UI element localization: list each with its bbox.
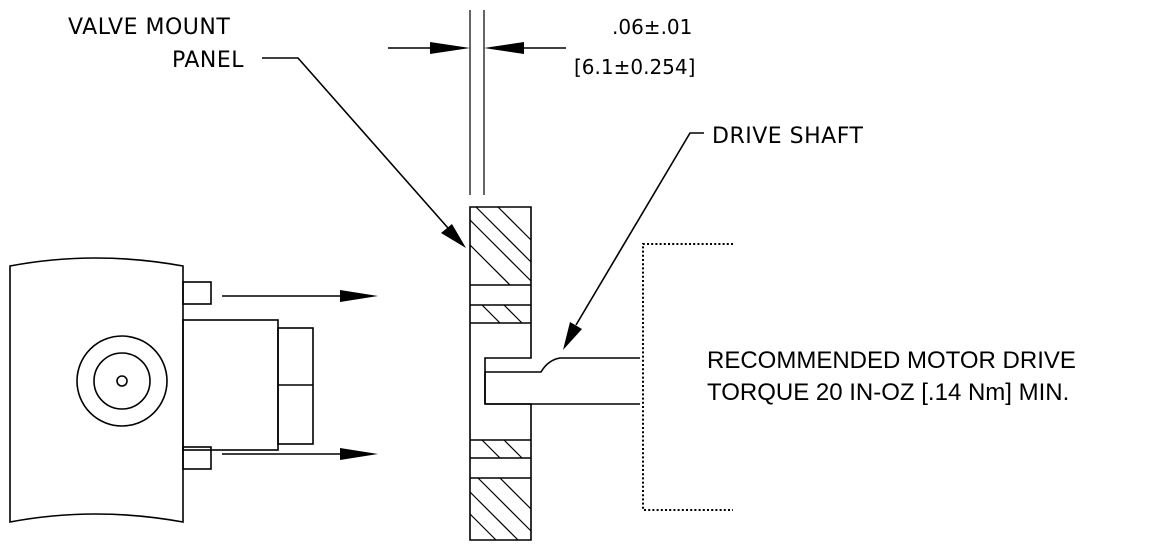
valve-mount-label-line1: VALVE MOUNT bbox=[68, 15, 230, 40]
valve-hub bbox=[182, 319, 279, 451]
drive-shaft bbox=[484, 357, 640, 405]
section-hatching bbox=[469, 206, 532, 541]
lower-stud bbox=[182, 446, 212, 470]
upper-arrowhead bbox=[340, 290, 378, 302]
valve-body bbox=[9, 257, 314, 523]
drive-shaft-label: DRIVE SHAFT bbox=[712, 124, 863, 149]
valve-mount-leader: VALVE MOUNT PANEL bbox=[68, 15, 466, 248]
drive-shaft-leader: DRIVE SHAFT bbox=[563, 124, 863, 350]
dimension-arrow-right bbox=[484, 42, 524, 54]
motor-drive-outline bbox=[642, 243, 733, 511]
valve-mount-panel bbox=[469, 206, 532, 541]
port-inner-circle bbox=[93, 352, 151, 410]
dimension-arrow-left bbox=[430, 42, 470, 54]
dimension-mm-text: [6.1±0.254] bbox=[574, 55, 695, 79]
port-outer-circle bbox=[76, 335, 168, 427]
lower-arrowhead bbox=[340, 448, 378, 460]
note-line1: RECOMMENDED MOTOR DRIVE bbox=[707, 347, 1076, 374]
port-center-circle bbox=[116, 375, 128, 387]
valve-mount-leader-arrow bbox=[441, 224, 466, 248]
note-line2: TORQUE 20 IN-OZ [.14 Nm] MIN. bbox=[707, 379, 1069, 406]
dimension-inch-text: .06±.01 bbox=[612, 15, 692, 39]
motor-drive-note: RECOMMENDED MOTOR DRIVE TORQUE 20 IN-OZ … bbox=[707, 347, 1076, 406]
valve-mount-label-line2: PANEL bbox=[172, 48, 244, 73]
drive-shaft-leader-arrow bbox=[563, 322, 582, 350]
drive-nut bbox=[277, 327, 314, 445]
upper-stud bbox=[182, 281, 212, 305]
insertion-arrows bbox=[222, 290, 378, 460]
thickness-dimension: .06±.01 [6.1±0.254] bbox=[388, 10, 695, 195]
